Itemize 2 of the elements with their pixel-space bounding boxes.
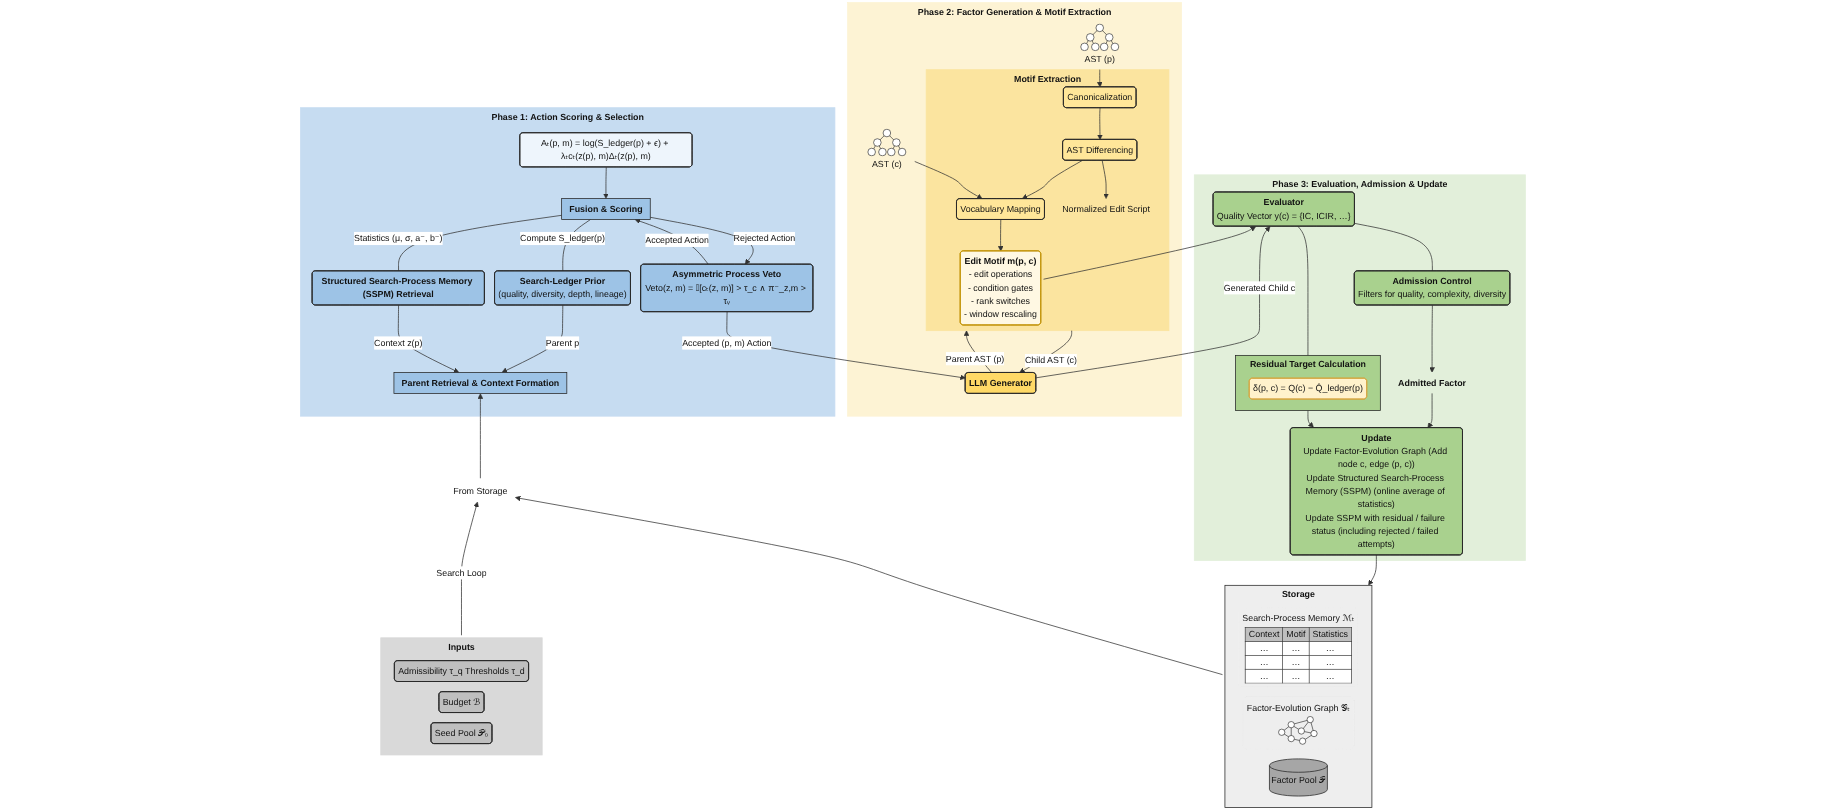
connector [1297, 225, 1309, 356]
connector [1354, 223, 1433, 272]
